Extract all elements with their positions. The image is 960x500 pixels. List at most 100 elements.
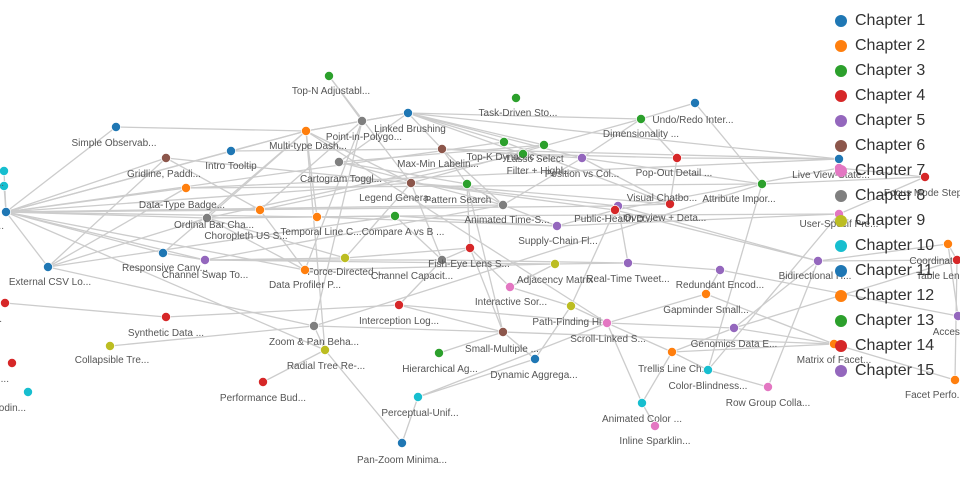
node-dot[interactable] [299, 264, 310, 275]
node-dot[interactable] [433, 347, 444, 358]
graph-node[interactable]: Gridline, Paddi... [127, 152, 201, 180]
node-dot[interactable] [550, 258, 561, 269]
node-dot[interactable] [757, 178, 768, 189]
graph-node[interactable]: Coordinate... [909, 238, 960, 267]
graph-node[interactable]: Choropleth US S... [204, 204, 288, 242]
node-dot[interactable] [180, 182, 191, 193]
node-dot[interactable] [333, 156, 344, 167]
node-dot[interactable] [199, 254, 210, 265]
node-dot[interactable] [412, 391, 423, 402]
graph-node[interactable]: Dynamic Aggrega... [490, 353, 578, 381]
graph-node[interactable]: External CSV Lo... [9, 261, 91, 288]
graph-node[interactable]: Legend Genera... [359, 177, 437, 204]
node-dot[interactable] [339, 252, 350, 263]
node-dot[interactable] [498, 136, 509, 147]
graph-node[interactable]: Genomics Data E... [691, 322, 778, 350]
graph-node[interactable]: Redundant Encod... [676, 264, 764, 291]
graph-node[interactable]: Undo/Redo Inter... [652, 98, 734, 126]
graph-node[interactable]: Point-in-Polygo... [326, 116, 402, 143]
graph-node[interactable]: ests for ... [0, 297, 10, 325]
node-dot[interactable] [311, 211, 322, 222]
graph-node[interactable]: Accessibi... [933, 311, 960, 338]
graph-node[interactable]: Linked Brushing [374, 108, 446, 135]
graph-node[interactable]: Multi-type Dash... [269, 126, 347, 152]
node-dot[interactable] [504, 281, 515, 292]
node-dot[interactable] [393, 299, 404, 310]
node-dot[interactable] [396, 437, 407, 448]
graph-node[interactable]: Filter + Highl... [507, 139, 572, 177]
graph-node[interactable]: Temporal Line C... [280, 211, 362, 238]
graph-node[interactable]: acity Encodin... [0, 386, 33, 414]
graph-node[interactable]: Interactive Sor... [475, 281, 547, 308]
node-dot[interactable] [300, 126, 311, 137]
node-dot[interactable] [566, 300, 577, 311]
graph-node[interactable]: Max-Min Labelin... [397, 143, 479, 170]
graph-node[interactable]: Animated Time-S... [464, 199, 550, 226]
node-dot[interactable] [402, 108, 413, 119]
node-dot[interactable] [461, 178, 472, 189]
graph-node[interactable]: Force-Directed ... [307, 252, 385, 278]
node-dot[interactable] [703, 364, 714, 375]
graph-node[interactable]: Simple Observab... [71, 122, 157, 149]
graph-node[interactable]: Top-N Adjustabl... [292, 71, 370, 97]
node-dot[interactable] [436, 254, 447, 265]
node-dot[interactable] [602, 317, 613, 328]
graph-node[interactable]: Trellis Line Ch... [638, 346, 710, 375]
node-dot[interactable] [539, 139, 550, 150]
graph-node[interactable]: Zoom & Pan Beha... [269, 320, 359, 348]
node-dot[interactable] [0, 297, 10, 308]
node-dot[interactable] [356, 116, 367, 127]
graph-node[interactable]: Path-Finding Hi... [532, 300, 610, 328]
node-dot[interactable] [1, 206, 11, 217]
graph-node[interactable]: Top-K Dynamic ... [467, 136, 546, 163]
graph-node[interactable]: Lasso Select [506, 148, 564, 165]
node-dot[interactable] [105, 340, 116, 351]
node-dot[interactable] [22, 386, 33, 397]
graph-node[interactable]: Responsive Canv... [122, 247, 208, 274]
graph-node[interactable]: Bidirectional H... [779, 255, 852, 282]
node-dot[interactable] [920, 171, 931, 182]
node-dot[interactable] [667, 346, 678, 357]
graph-node[interactable]: Gapminder Small... [663, 288, 749, 316]
node-dot[interactable] [225, 145, 236, 156]
node-dot[interactable] [665, 198, 676, 209]
node-dot[interactable] [952, 255, 960, 265]
node-dot[interactable] [405, 177, 416, 188]
graph-node[interactable] [0, 166, 9, 176]
graph-node[interactable]: Public-Health D... [574, 204, 652, 225]
node-dot[interactable] [257, 376, 268, 387]
graph-node[interactable]: Fish-Eye Lens S... [428, 242, 510, 270]
graph-node[interactable]: Cartogram Toggl... [300, 156, 382, 185]
graph-node[interactable]: Hierarchical Ag... [402, 347, 478, 375]
node-dot[interactable] [319, 344, 330, 355]
graph-node[interactable]: Channel Swap To... [162, 254, 249, 281]
node-dot[interactable] [577, 152, 588, 163]
node-dot[interactable] [610, 204, 621, 215]
node-dot[interactable] [518, 148, 529, 159]
graph-node[interactable]: Supply-Chain Fl... [518, 220, 598, 247]
graph-node[interactable]: Facet Perfo... [905, 375, 960, 401]
node-dot[interactable] [0, 166, 9, 176]
node-dot[interactable] [157, 247, 168, 258]
node-dot[interactable] [813, 255, 824, 266]
graph-node[interactable]: Data-Type Badge... [139, 182, 225, 211]
node-dot[interactable] [943, 238, 954, 249]
node-dot[interactable] [763, 381, 774, 392]
node-dot[interactable] [201, 212, 212, 223]
node-dot[interactable] [650, 420, 661, 431]
graph-node[interactable]: Animated Color ... [602, 397, 682, 425]
node-dot[interactable] [323, 71, 334, 82]
graph-node[interactable]: Ordinal Bar Cha... [174, 212, 254, 231]
node-dot[interactable] [530, 353, 541, 364]
node-dot[interactable] [636, 114, 647, 125]
node-dot[interactable] [953, 311, 960, 321]
node-dot[interactable] [672, 152, 683, 163]
graph-node[interactable]: Perceptual-Unif... [381, 391, 459, 419]
graph-node[interactable]: Row Group Colla... [726, 381, 810, 409]
node-dot[interactable] [7, 357, 17, 368]
node-dot[interactable] [464, 242, 475, 253]
node-dot[interactable] [637, 397, 648, 408]
node-dot[interactable] [111, 122, 122, 133]
node-dot[interactable] [729, 322, 740, 333]
graph-node[interactable]: Position vs Col... [545, 152, 619, 180]
